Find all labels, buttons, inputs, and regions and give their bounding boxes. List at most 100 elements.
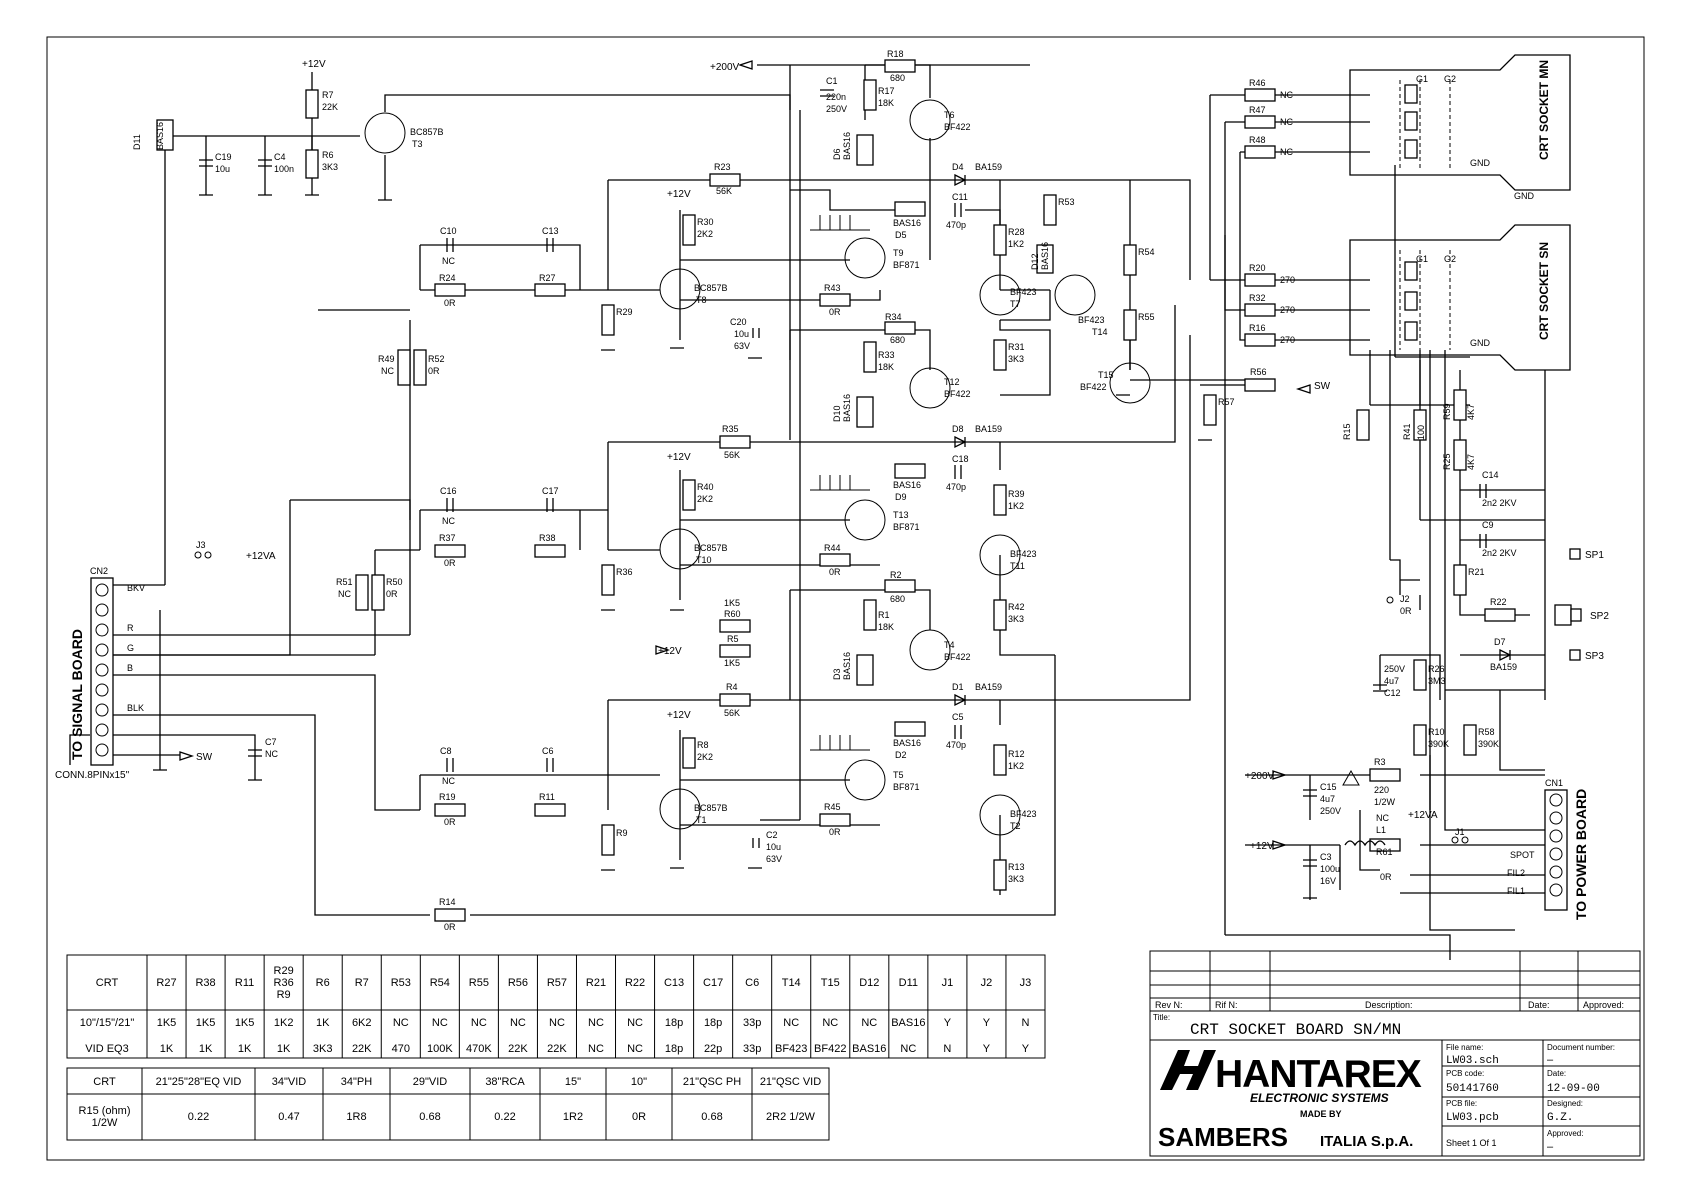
table1-cell: 18p (665, 1017, 683, 1029)
part-label: BC857B (694, 803, 728, 813)
part-label: 1K2 (1008, 239, 1024, 249)
part-label: R60 (724, 609, 741, 619)
table1-cell: 6K2 (352, 1017, 372, 1029)
part-label: R28 (1008, 227, 1025, 237)
desc-label: Description: (1365, 1000, 1413, 1010)
table2-cell: 2R2 1/2W (766, 1111, 816, 1123)
part-label: R54 (1138, 247, 1155, 257)
part-label: D11 (132, 134, 142, 150)
part-label: 250V (1320, 806, 1341, 816)
table1-cell: NC (627, 1043, 643, 1055)
table1-header-cell: T14 (782, 977, 801, 989)
table2-cell: 1R8 (346, 1111, 366, 1123)
part-label: T12 (944, 377, 960, 387)
part-label: 4u7 (1320, 794, 1335, 804)
part-label: BF422 (1080, 382, 1107, 392)
part-label: C20 (730, 317, 747, 327)
made-by: MADE BY (1300, 1109, 1342, 1119)
table1-cell: NC (783, 1017, 799, 1029)
table1-header-cell: R36 (274, 977, 294, 989)
part-label: R17 (878, 86, 895, 96)
table2-header-cell: 21"QSC VID (760, 1076, 821, 1088)
cn1-pin6: FIL1 (1507, 886, 1525, 896)
table1-cell: 1K (238, 1043, 252, 1055)
part-label: T11 (1010, 561, 1025, 571)
table1-cell: N (1022, 1017, 1030, 1029)
part-label: BF422 (944, 389, 971, 399)
part-label: R49 (378, 354, 395, 364)
part-label: R21 (1468, 567, 1485, 577)
table1-cell: NC (588, 1017, 604, 1029)
table1-header-cell: R57 (547, 977, 567, 989)
part-label: R52 (428, 354, 445, 364)
part-label: R32 (1249, 293, 1266, 303)
part-label: 2n2 2KV (1482, 498, 1517, 508)
table1-header-cell: R6 (316, 977, 330, 989)
table1-cell: 1K5 (235, 1017, 255, 1029)
table1-cell: 1K (316, 1017, 330, 1029)
table1-header-cell: C6 (745, 977, 759, 989)
part-label: BA159 (975, 424, 1002, 434)
part-label: GND (1470, 158, 1491, 168)
part-label: 270 (1280, 305, 1295, 315)
table1-header-cell: R9 (277, 989, 291, 1001)
table1-cell: VID EQ3 (85, 1043, 128, 1055)
part-label: L1 (1376, 825, 1386, 835)
part-label: R42 (1008, 602, 1025, 612)
table1-header-cell: D12 (859, 977, 879, 989)
table1-cell: 18p (704, 1017, 722, 1029)
rev-label: Rev N: (1155, 1000, 1183, 1010)
table2-header-cell: 34"PH (341, 1076, 372, 1088)
cn2-name: CN2 (90, 566, 108, 576)
approved-label: Approved: (1547, 1129, 1583, 1138)
table1-cell: 470 (392, 1043, 410, 1055)
table1-header-cell: D11 (899, 977, 918, 989)
part-label: R59 (1442, 403, 1452, 420)
part-label: 2K2 (697, 494, 713, 504)
part-label: G1 (1416, 254, 1428, 264)
table1-cell: BF423 (775, 1043, 807, 1055)
table1-cell: 100K (427, 1043, 453, 1055)
table1-header-cell: C13 (664, 977, 684, 989)
part-label: R36 (616, 567, 633, 577)
part-label: C13 (542, 226, 559, 236)
part-label: T13 (893, 510, 909, 520)
approved-value: – (1547, 1141, 1554, 1153)
part-label: 1/2W (1374, 797, 1396, 807)
table1-header-cell: R38 (195, 977, 215, 989)
part-label: 680 (890, 73, 905, 83)
part-label: R33 (878, 350, 895, 360)
part-label: G1 (1416, 74, 1428, 84)
part-label: C14 (1482, 470, 1499, 480)
part-label: 3K3 (1008, 354, 1024, 364)
part-label: 0R (829, 307, 841, 317)
table1-cell: NC (900, 1043, 916, 1055)
net-200v-2: +200V (1245, 771, 1275, 782)
part-label: BF423 (1078, 315, 1105, 325)
table1-cell: 470K (466, 1043, 492, 1055)
table1-cell: Y (983, 1017, 991, 1029)
part-label: C19 (215, 152, 232, 162)
part-label: BF422 (944, 652, 971, 662)
part-label: 100n (274, 164, 294, 174)
file-name: LW03.sch (1446, 1055, 1499, 1067)
part-label: R2 (890, 570, 902, 580)
table2-cell: 0.22 (188, 1111, 209, 1123)
part-label: R11 (539, 792, 555, 802)
table2-header-cell: 38"RCA (485, 1076, 525, 1088)
part-label: 2K2 (697, 229, 713, 239)
table1-header-cell: R53 (391, 977, 411, 989)
part-label: R51 (336, 577, 353, 587)
maker-name: SAMBERS (1158, 1122, 1288, 1152)
net-200v: +200V (710, 62, 740, 73)
doc-number: – (1547, 1054, 1554, 1066)
table1-cell: 22K (352, 1043, 372, 1055)
part-label: 0R (1400, 606, 1412, 616)
part-label: 0R (386, 589, 398, 599)
part-label: BAS16 (842, 132, 852, 160)
table1-cell: 33p (743, 1017, 761, 1029)
table1-cell: 22p (704, 1043, 722, 1055)
part-label: 270 (1280, 335, 1295, 345)
drawing-title: CRT SOCKET BOARD SN/MN (1190, 1021, 1401, 1039)
